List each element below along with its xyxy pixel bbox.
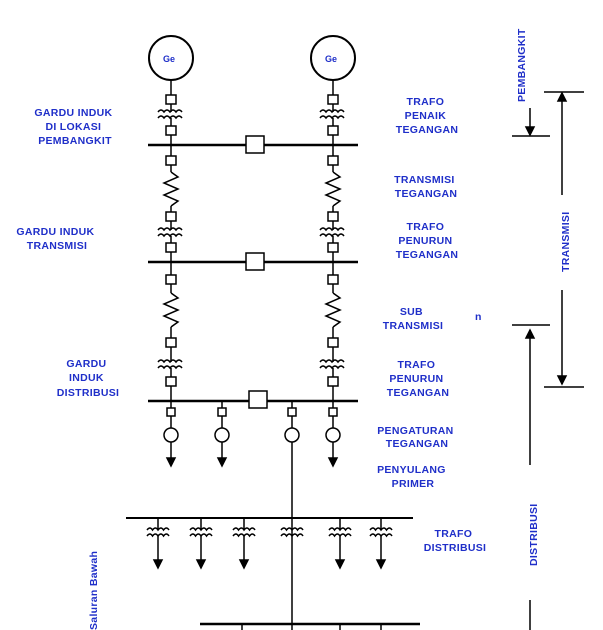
section-transmisi: TRANSMISI (560, 212, 572, 272)
label-gardu-distribusi: GARDU INDUK DISTRIBUSI (57, 358, 120, 399)
busbar-transmisi (148, 252, 358, 271)
label-trafo-penurun-2: TRAFO PENURUN TEGANGAN (387, 359, 449, 399)
label-sub-transmisi: SUB TRANSMISI (383, 306, 443, 332)
label-pengaturan-tegangan: PENGATURAN TEGANGAN (377, 425, 457, 450)
outgoing-feeders (163, 401, 341, 630)
label-penyulang-primer: PENYULANG PRIMER (377, 464, 449, 490)
generator-right-label: Ge (325, 54, 337, 64)
section-brackets (512, 91, 584, 630)
left-feeder (157, 80, 183, 401)
label-transmisi-tegangan: TRANSMISI TEGANGAN (394, 174, 458, 200)
label-gardu-transmisi: GARDU INDUK TRANSMISI (16, 226, 97, 252)
label-trafo-distribusi: TRAFO DISTRIBUSI (424, 528, 487, 554)
busbar-distribusi (148, 390, 358, 409)
generator-left-label: Ge (163, 54, 175, 64)
right-feeder (319, 80, 345, 401)
section-pembangkit: PEMBANGKIT (516, 28, 528, 102)
generator-right: Ge (310, 35, 356, 81)
label-trafo-penaik: TRAFO PENAIK TEGANGAN (396, 96, 458, 136)
busbar-pembangkit (148, 135, 358, 154)
section-distribusi: DISTRIBUSI (528, 503, 540, 566)
distribution-bus (126, 517, 420, 630)
label-trafo-penurun-1: TRAFO PENURUN TEGANGAN (396, 221, 458, 261)
stray-mark: n (475, 311, 482, 323)
label-gardu-pembangkit: GARDU INDUK DI LOKASI PEMBANGKIT (34, 107, 115, 147)
generator-left: Ge (148, 35, 194, 81)
label-saluran-bawah: Saluran Bawah (88, 551, 100, 630)
